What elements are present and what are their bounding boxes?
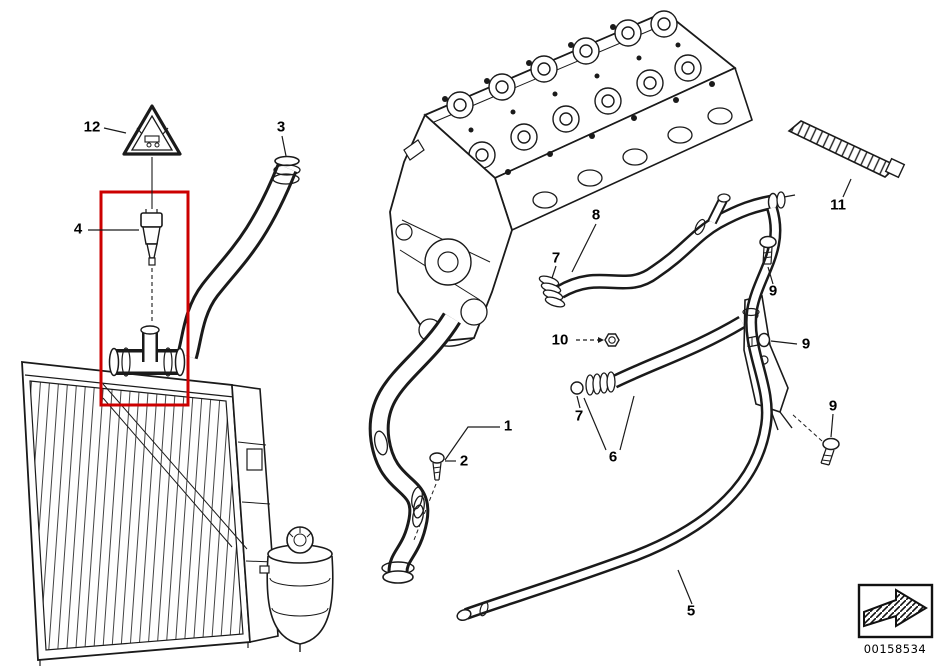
cable-strip-11	[787, 120, 906, 179]
bolt-9a	[759, 235, 777, 265]
callout-9a[interactable]: 9	[768, 282, 778, 300]
callout-9c[interactable]: 9	[828, 397, 838, 415]
hose-6	[610, 315, 746, 389]
hose-3	[176, 155, 301, 360]
engine-block	[389, 10, 753, 347]
callout-3[interactable]: 3	[276, 118, 286, 136]
bolt-9b	[747, 332, 771, 348]
callout-5[interactable]: 5	[686, 602, 696, 620]
hose-5	[456, 206, 782, 622]
callout-6[interactable]: 6	[608, 448, 618, 466]
highlight-box[interactable]	[99, 190, 190, 407]
callout-8[interactable]: 8	[591, 206, 601, 224]
callout-11[interactable]: 11	[830, 196, 846, 214]
callout-10[interactable]: 10	[551, 331, 569, 349]
tee-fitting	[108, 325, 186, 377]
callout-12[interactable]: 12	[83, 118, 101, 136]
leader-lines	[88, 127, 852, 605]
section-leader-lines	[102, 383, 248, 550]
vent-nut-10	[604, 333, 620, 347]
warning-triangle-icon	[122, 104, 182, 209]
ribbed-fitting-7-lower	[570, 371, 616, 396]
callout-7a[interactable]: 7	[551, 249, 561, 267]
expansion-tank	[259, 526, 334, 652]
callout-7b[interactable]: 7	[574, 407, 584, 425]
bolt-9c	[791, 413, 840, 466]
callout-2[interactable]: 2	[459, 452, 469, 470]
screw-2	[413, 452, 445, 541]
callout-1[interactable]: 1	[503, 417, 513, 435]
callout-9b[interactable]: 9	[801, 335, 811, 353]
temperature-sensor	[140, 209, 163, 322]
ribbed-fitting-7-upper	[538, 275, 566, 308]
direction-arrow-icon	[857, 583, 934, 639]
radiator	[21, 360, 279, 666]
hose-1	[368, 312, 461, 584]
hose-8	[556, 191, 796, 299]
callout-4[interactable]: 4	[73, 220, 83, 238]
diagram-number: 00158534	[863, 642, 927, 656]
